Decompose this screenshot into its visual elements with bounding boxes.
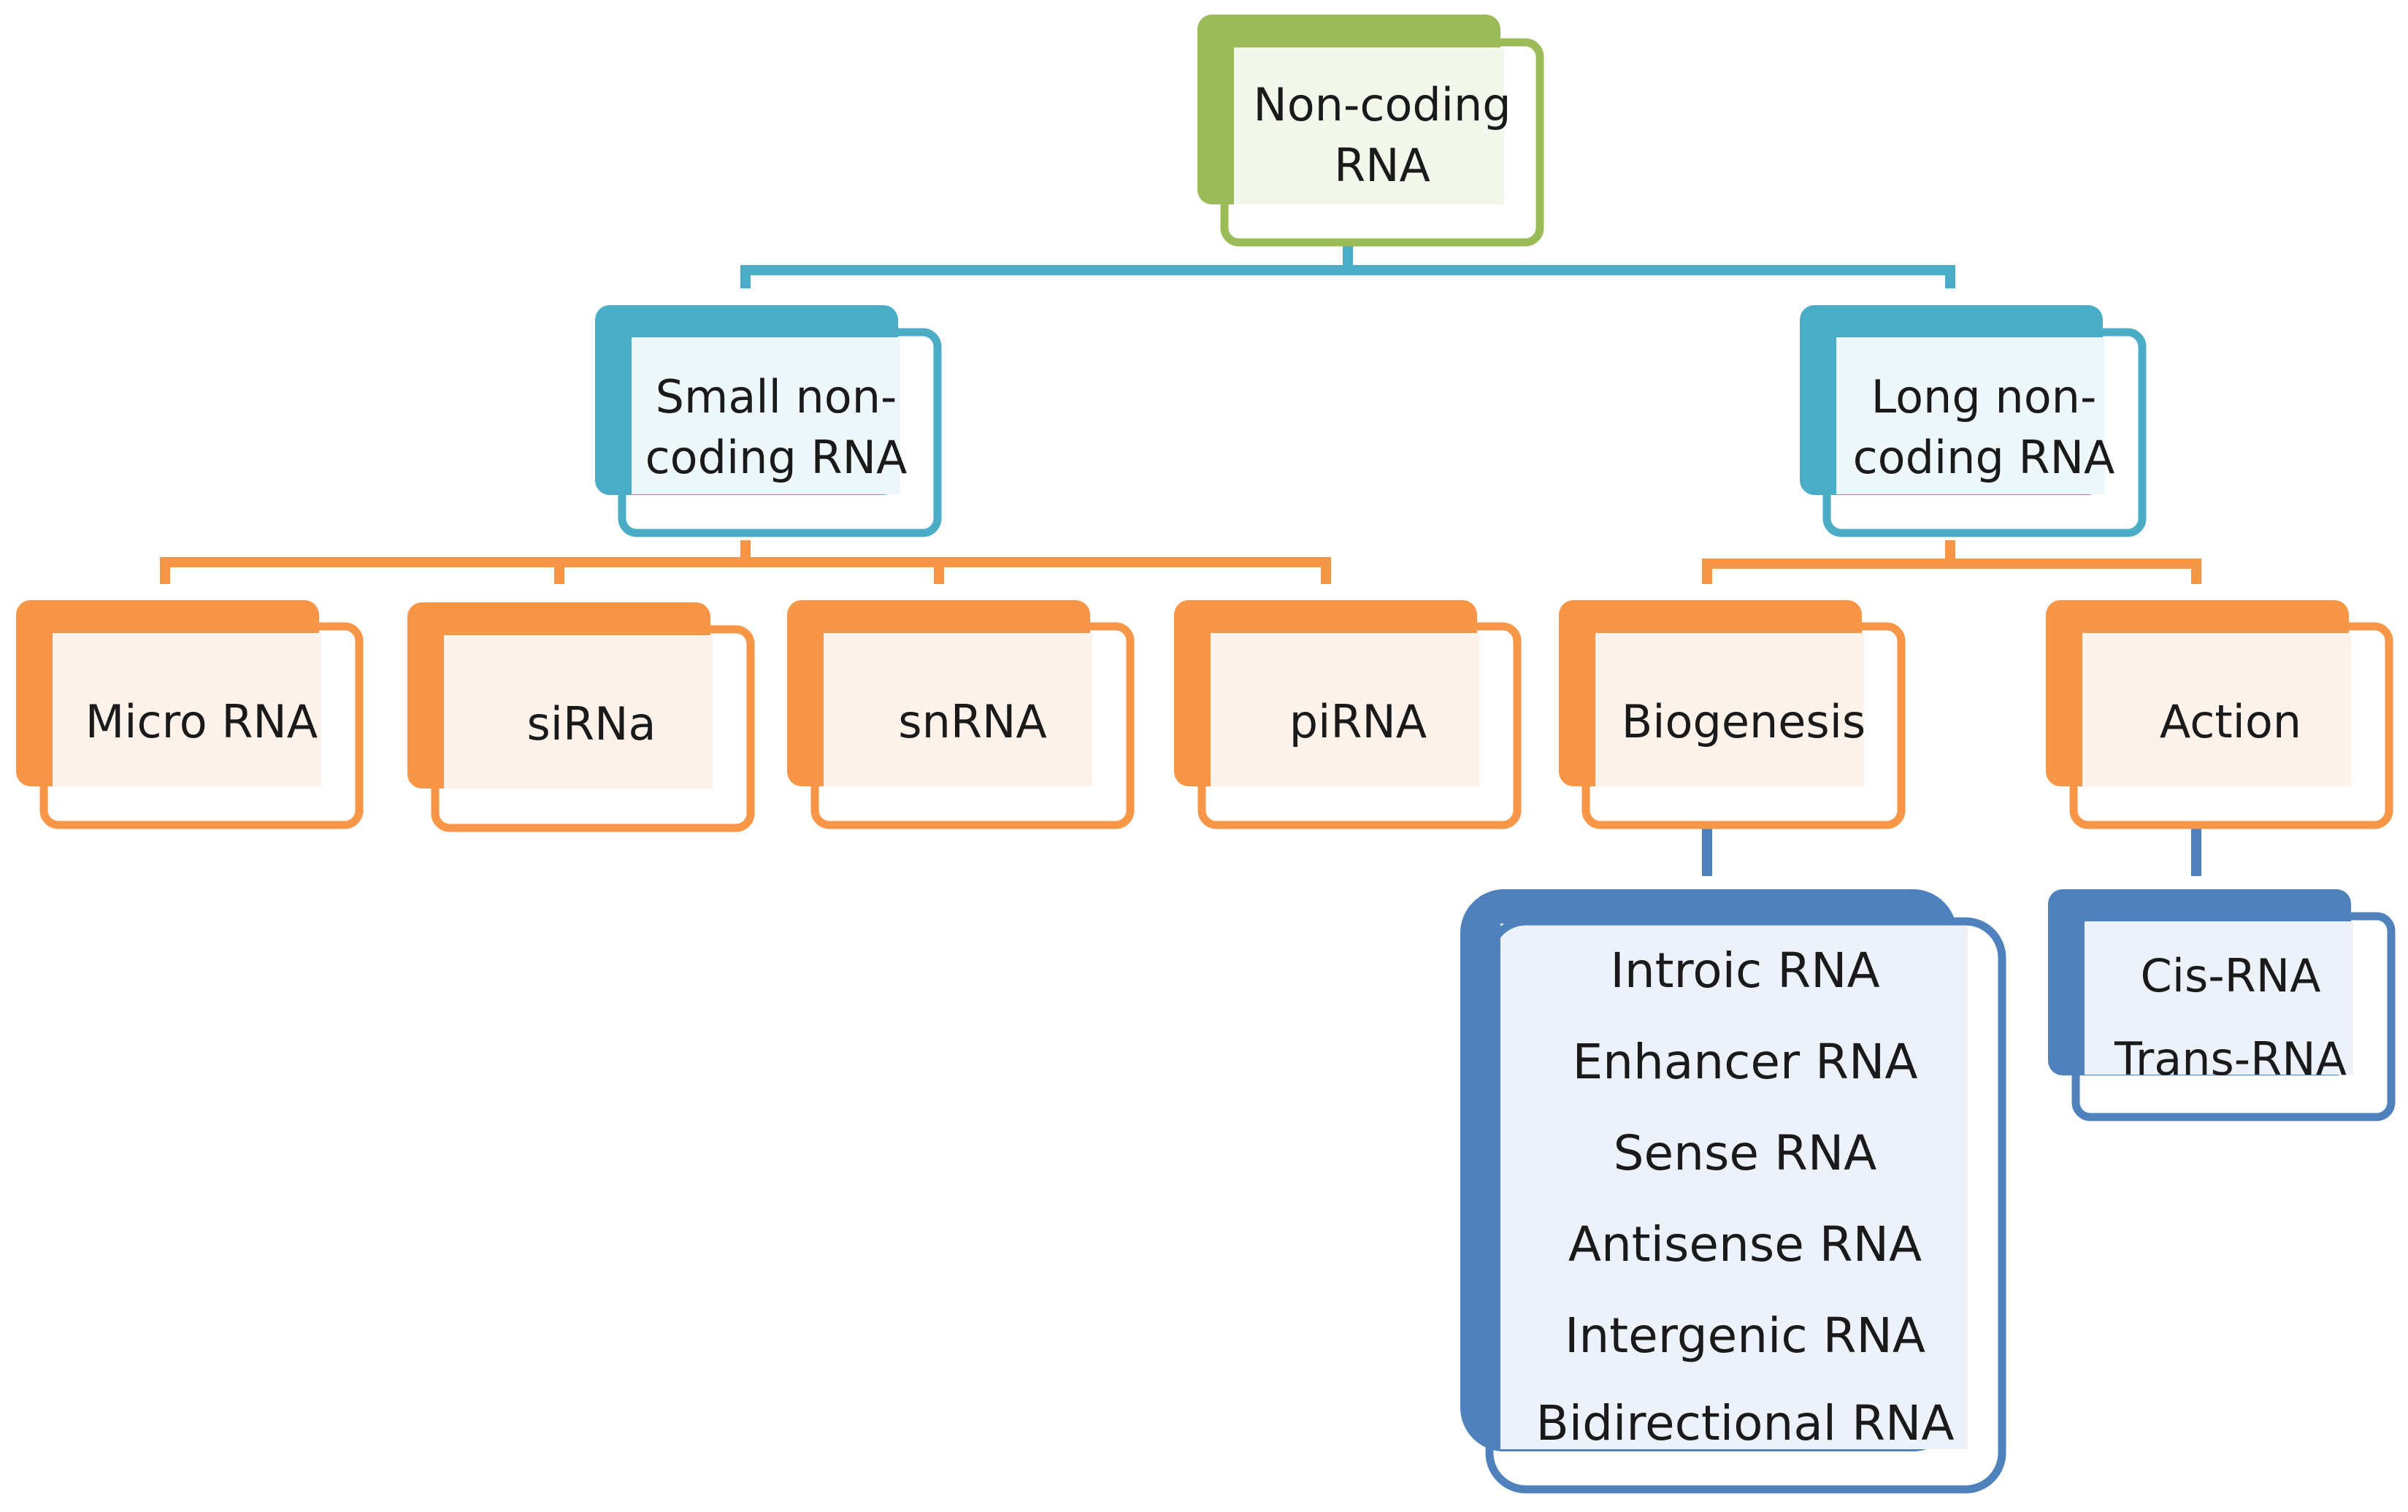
node-fill <box>1211 633 1479 786</box>
connectors-root <box>740 245 1955 288</box>
node-frame <box>618 328 942 537</box>
list-item: Intergenic RNA <box>1565 1308 1925 1364</box>
connectors-long <box>1702 540 2201 584</box>
list-action: Cis-RNA Trans-RNA <box>2048 889 2396 1121</box>
list-fill <box>1500 924 1968 1449</box>
list-item: Introic RNA <box>1610 943 1879 999</box>
node-long-non-coding-rna: Long non- coding RNA <box>1800 305 2147 537</box>
node-biogenesis: Biogenesis <box>1559 600 1906 829</box>
list-fill <box>2085 921 2353 1075</box>
list-frame <box>1485 917 2006 1494</box>
node-label-line-2: RNA <box>1334 139 1430 192</box>
connectors-small <box>160 540 1331 584</box>
node-label-line-2: coding RNA <box>645 431 908 484</box>
node-label: snRNA <box>898 695 1046 748</box>
node-pirna: piRNA <box>1174 600 1522 829</box>
node-snrna: snRNA <box>787 600 1135 829</box>
node-frame <box>1197 622 1522 829</box>
node-fill <box>1836 337 2105 494</box>
node-frame <box>810 622 1135 829</box>
node-frame <box>431 625 755 832</box>
node-fill <box>1234 47 1504 204</box>
node-label-line-1: Long non- <box>1871 370 2097 423</box>
node-fill <box>1595 633 1864 786</box>
node-label-line-2: coding RNA <box>1853 431 2115 484</box>
node-non-coding-rna: Non-coding RNA <box>1197 15 1544 247</box>
node-label-line-1: Small non- <box>656 370 897 423</box>
node-label: Action <box>2160 695 2301 748</box>
node-fill <box>53 633 321 786</box>
node-frame <box>1822 328 2147 537</box>
list-item: Cis-RNA <box>2140 949 2320 1002</box>
list-biogenesis: Introic RNA Enhancer RNA Sense RNA Antis… <box>1460 889 2006 1494</box>
list-item: Trans-RNA <box>2114 1032 2347 1086</box>
node-label: piRNA <box>1289 695 1427 748</box>
node-frame <box>1581 622 1906 829</box>
list-item: Antisense RNA <box>1568 1216 1922 1273</box>
connectors-lists <box>1702 829 2201 876</box>
node-fill <box>632 337 900 494</box>
node-fill <box>824 633 1092 786</box>
node-action: Action <box>2046 600 2393 829</box>
node-micro-rna: Micro RNA <box>16 600 364 829</box>
list-item: Sense RNA <box>1614 1125 1877 1181</box>
connector-small-to-types <box>160 540 1331 584</box>
node-label-line-1: Non-coding <box>1253 78 1511 131</box>
connector-root-to-small-and-long <box>740 245 1955 288</box>
node-label: siRNa <box>527 697 656 751</box>
node-small-non-coding-rna: Small non- coding RNA <box>595 305 942 537</box>
node-frame <box>39 622 364 829</box>
node-label: Biogenesis <box>1622 695 1866 748</box>
node-fill <box>2082 633 2351 786</box>
node-label: Micro RNA <box>85 695 318 748</box>
node-fill <box>444 635 713 788</box>
node-frame <box>1220 38 1544 247</box>
node-frame <box>2069 622 2393 829</box>
list-frame <box>2071 912 2396 1121</box>
connector-long-to-categories <box>1702 540 2201 584</box>
list-item: Enhancer RNA <box>1572 1034 1917 1090</box>
list-item: Bidirectional RNA <box>1536 1395 1955 1451</box>
node-sirna: siRNa <box>407 602 755 832</box>
